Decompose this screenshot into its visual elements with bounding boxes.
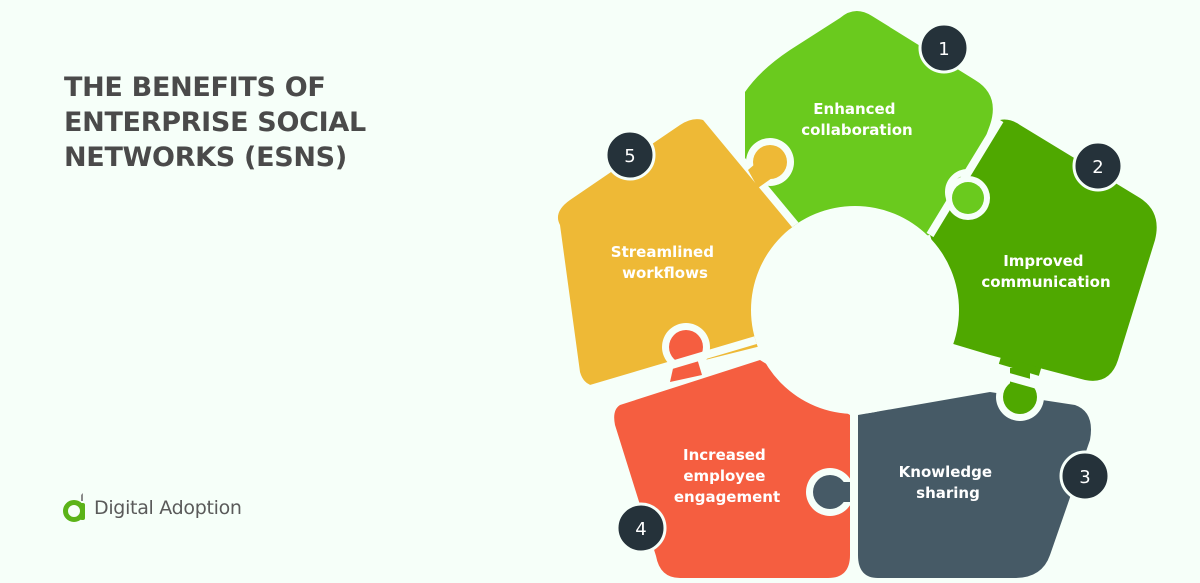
puzzle-piece-4 bbox=[614, 360, 850, 578]
connector-knob-2-3 bbox=[1003, 380, 1037, 414]
logo-text: Digital Adoption bbox=[94, 497, 242, 519]
svg-text:1: 1 bbox=[938, 39, 949, 60]
badge-3: 3 bbox=[1059, 450, 1111, 502]
piece-4-label: Increased employee engagement bbox=[674, 446, 780, 506]
piece-1-label: Enhanced collaboration bbox=[801, 100, 912, 139]
piece-2-label: Improved communication bbox=[981, 252, 1110, 291]
svg-text:3: 3 bbox=[1079, 467, 1090, 488]
center-circle bbox=[755, 210, 955, 410]
badge-4: 4 bbox=[615, 502, 667, 554]
badge-2: 2 bbox=[1072, 140, 1124, 192]
page-title: THE BENEFITS OF ENTERPRISE SOCIAL NETWOR… bbox=[64, 70, 404, 175]
connector-stem-5-1 bbox=[748, 158, 772, 188]
connector-knob-1-2 bbox=[952, 182, 984, 214]
title-line-2: ENTERPRISE SOCIAL bbox=[64, 107, 366, 138]
piece-5-label: Streamlined workflows bbox=[611, 243, 719, 282]
puzzle-piece-5 bbox=[557, 119, 795, 387]
badge-1: 1 bbox=[918, 22, 970, 74]
badge-5: 5 bbox=[604, 129, 656, 181]
piece-3-label: Knowledge sharing bbox=[899, 463, 998, 502]
puzzle-piece-3 bbox=[858, 392, 1091, 578]
title-line-3: NETWORKS (ESNS) bbox=[64, 142, 347, 173]
svg-text:5: 5 bbox=[624, 146, 635, 167]
digital-adoption-logo-icon bbox=[63, 493, 85, 522]
brand-logo: Digital Adoption bbox=[62, 493, 242, 523]
svg-text:2: 2 bbox=[1092, 157, 1103, 178]
svg-text:4: 4 bbox=[635, 519, 646, 540]
title-line-1: THE BENEFITS OF bbox=[64, 72, 326, 103]
